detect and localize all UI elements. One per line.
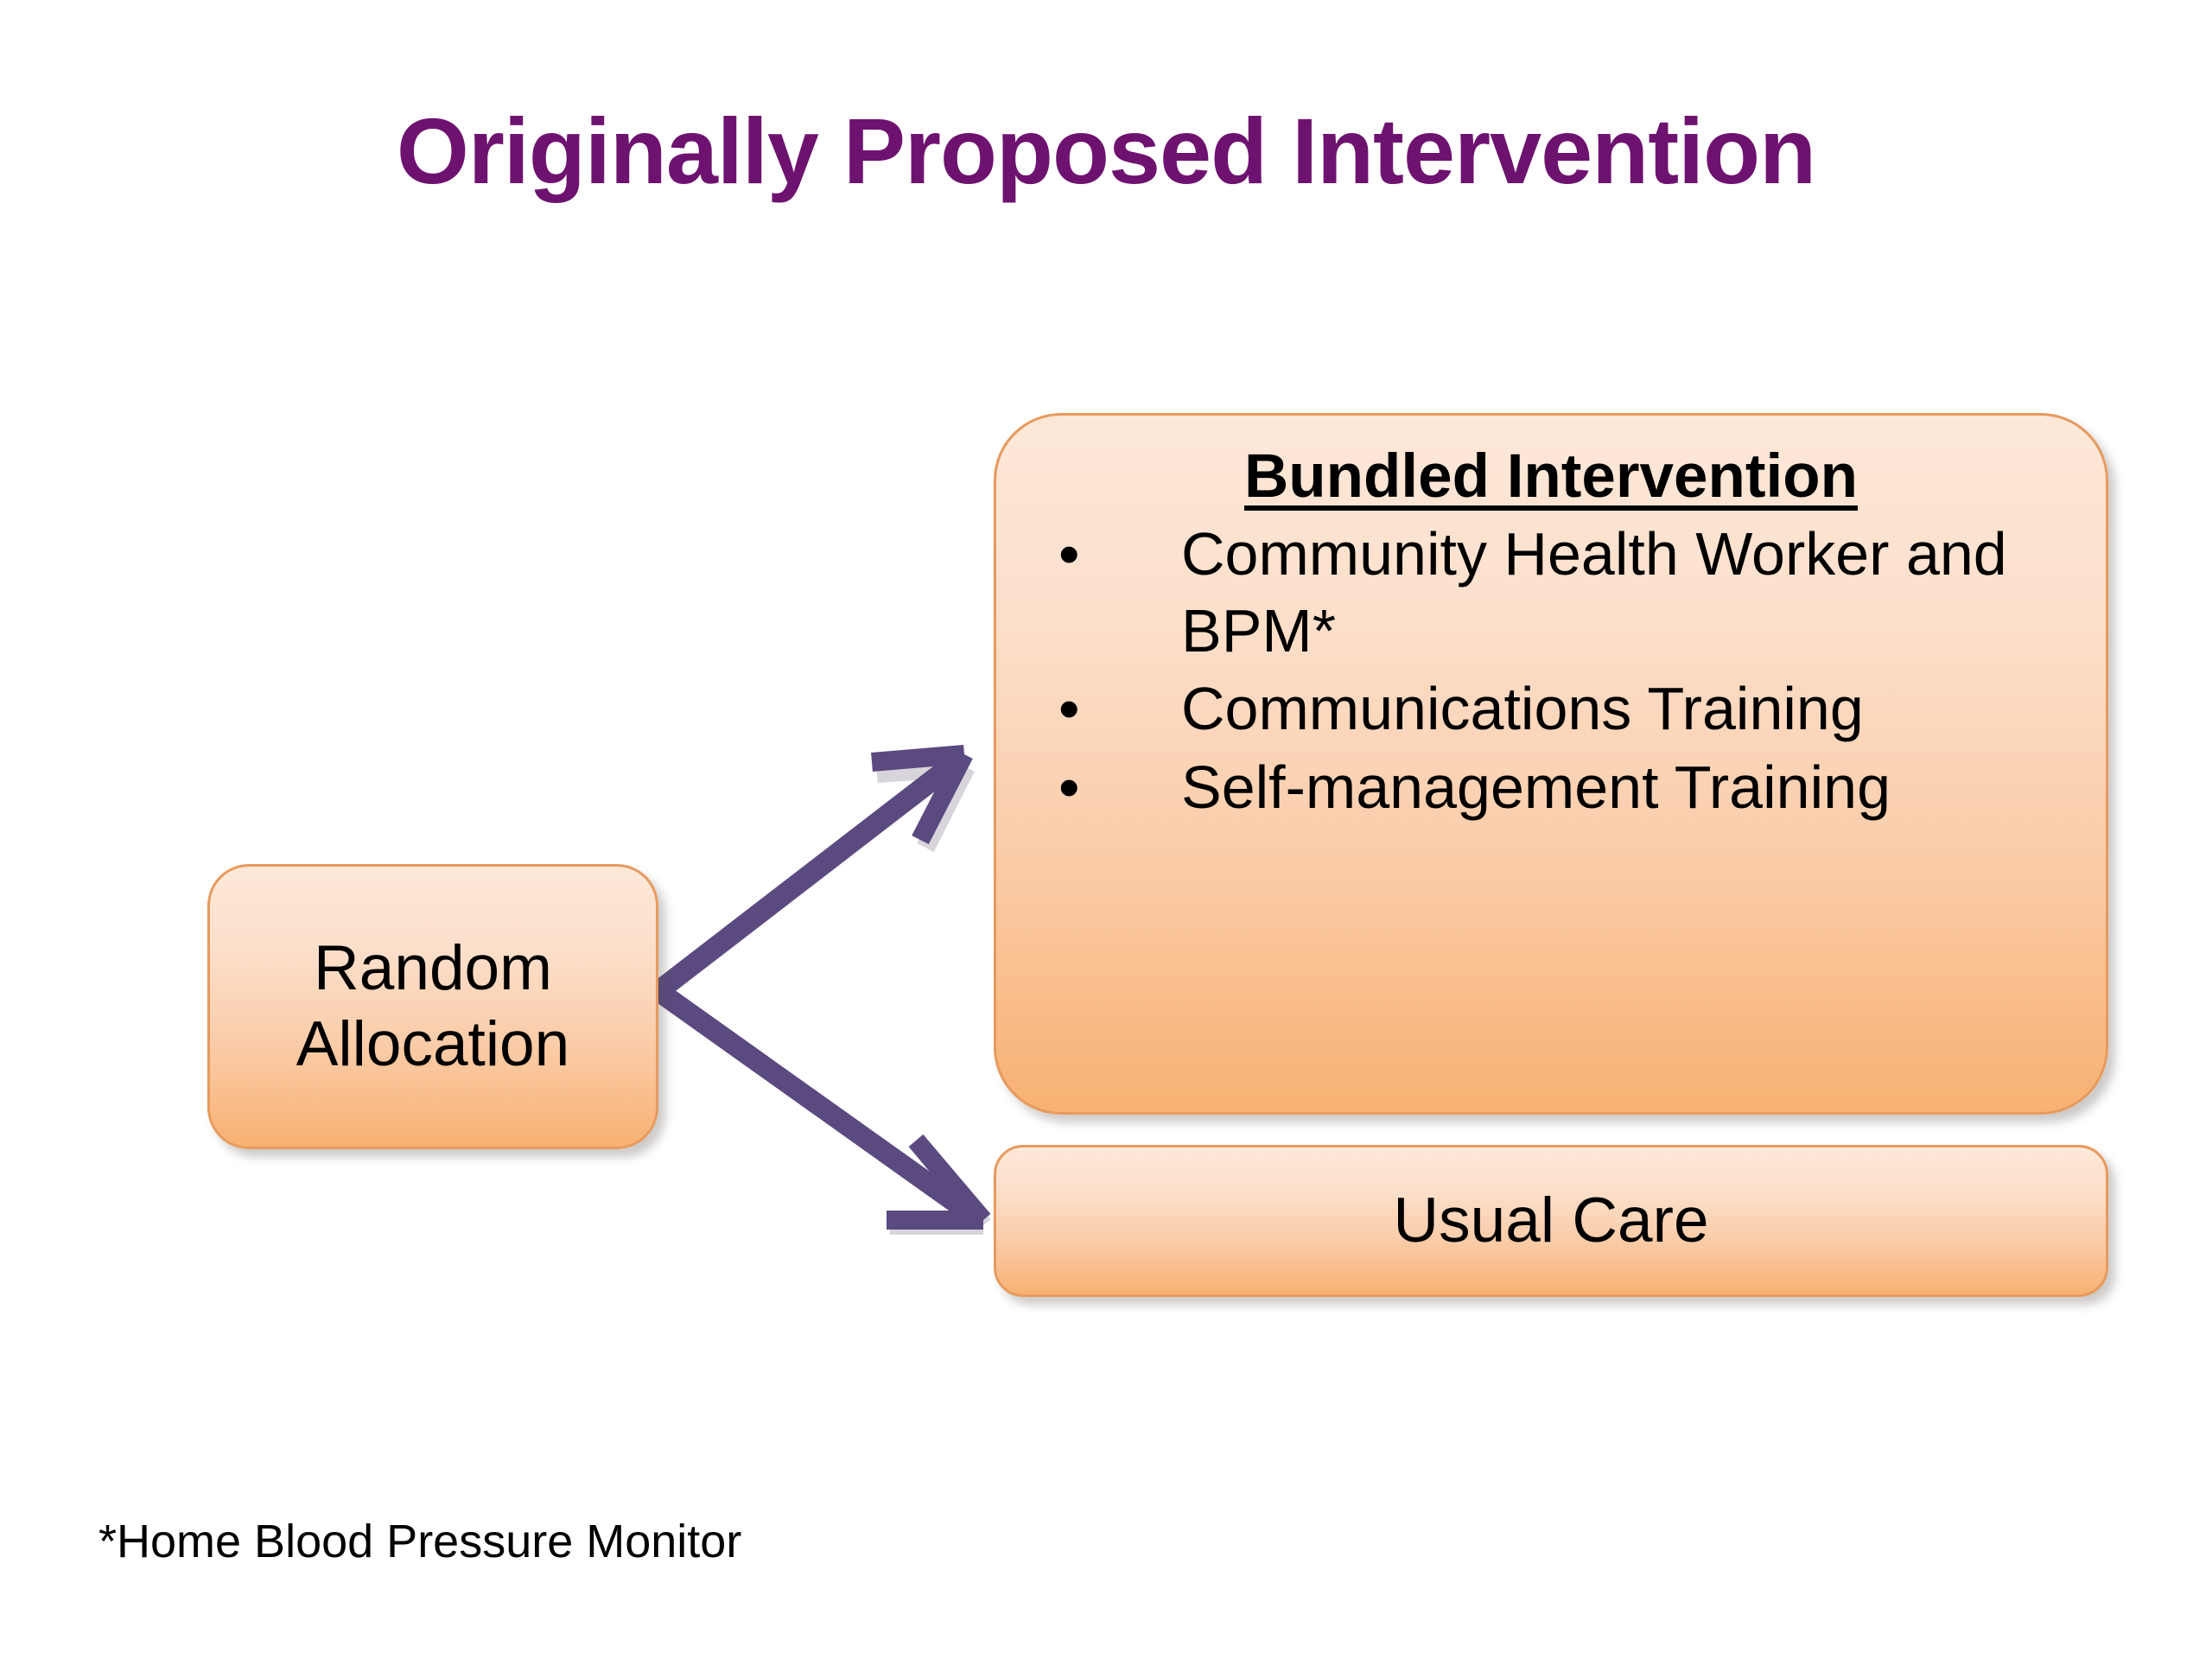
arrow-to-usual-care	[652, 982, 991, 1230]
bundled-intervention-bullet-list: • Community Health Worker and BPM* • Com…	[1026, 516, 2076, 825]
bundled-intervention-heading: Bundled Intervention	[1244, 442, 1858, 511]
bullet-glyph-icon: •	[1058, 675, 1080, 743]
list-item-label: Communications Training	[1181, 675, 1864, 743]
node-bundled-intervention[interactable]: Bundled Intervention • Community Health …	[994, 413, 2108, 1115]
list-item: • Self-management Training	[1026, 749, 2076, 826]
page-title: Originally Proposed Intervention	[396, 99, 1816, 203]
bullet-glyph-icon: •	[1058, 520, 1080, 588]
footnote-text: *Home Blood Pressure Monitor	[99, 1516, 742, 1567]
list-item: • Community Health Worker and BPM*	[1026, 516, 2076, 669]
node-random-allocation[interactable]: Random Allocation	[207, 864, 658, 1149]
node-random-allocation-line-1: Random	[314, 933, 552, 1004]
bullet-glyph-icon: •	[1058, 753, 1080, 821]
node-usual-care-label: Usual Care	[1393, 1185, 1709, 1255]
node-usual-care[interactable]: Usual Care	[994, 1145, 2108, 1297]
arrow-to-bundled-intervention	[652, 745, 973, 1000]
list-item-label: Community Health Worker and BPM*	[1181, 520, 2007, 664]
node-random-allocation-line-2: Allocation	[296, 1009, 570, 1079]
list-item: • Communications Training	[1026, 671, 2076, 747]
list-item-label: Self-management Training	[1181, 753, 1891, 821]
